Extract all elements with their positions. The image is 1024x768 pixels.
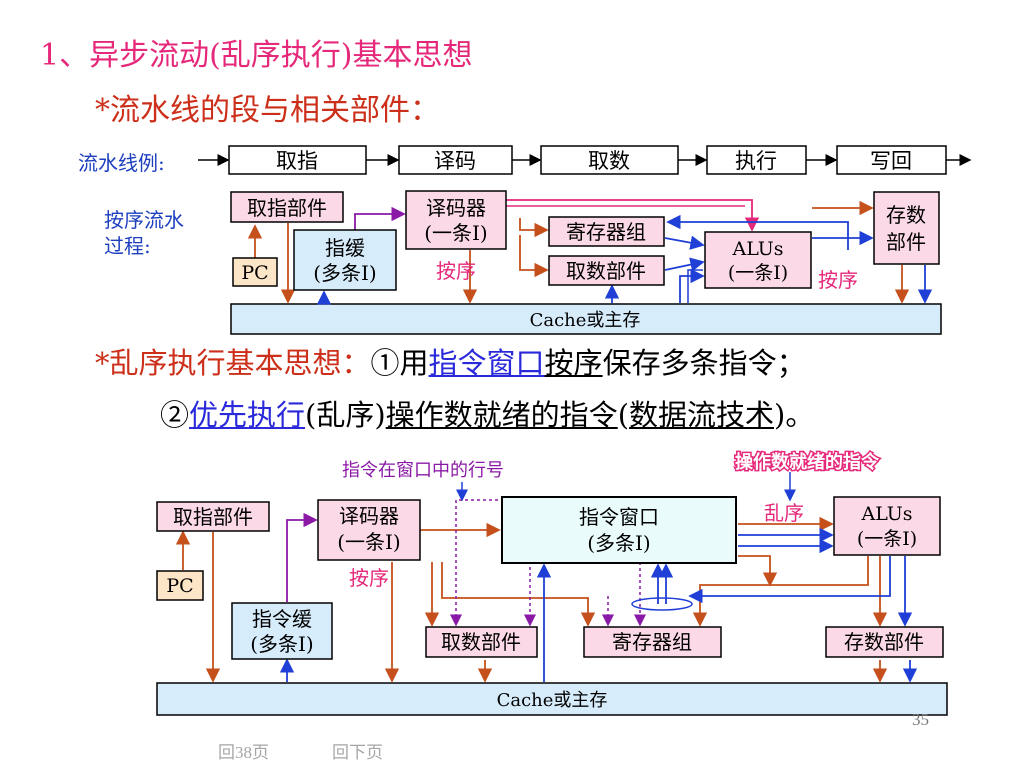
ooo-in-order: 按序 xyxy=(349,566,389,590)
inorder-store-l2: 部件 xyxy=(886,230,926,254)
ooo-buffer xyxy=(231,602,333,660)
ooo-operand-fetch-label: 取数部件 xyxy=(441,630,521,654)
idea-in-order: 按序 xyxy=(544,346,603,380)
idea-q3: (乱序) xyxy=(305,398,386,432)
inorder-buffer xyxy=(293,229,397,291)
page-number: 35 xyxy=(912,710,929,729)
ooo-register-file-label: 寄存器组 xyxy=(612,630,692,654)
inorder-operand-fetch xyxy=(548,255,665,286)
inorder-fetch-unit xyxy=(230,191,344,223)
pipeline-label: 流水线例: xyxy=(78,151,165,175)
nav-next-link[interactable]: 回下页 xyxy=(332,743,383,762)
ooo-cache xyxy=(156,682,948,716)
inorder-pc-label: PC xyxy=(241,262,268,284)
ooo-row-label: 指令在窗口中的行号 xyxy=(342,460,504,481)
idea-dataflow: 数据流技术 xyxy=(629,398,775,432)
inorder-store-l1: 存数 xyxy=(886,203,926,227)
inorder-label-line2: 过程: xyxy=(104,234,151,258)
stage-fetch: 取指 xyxy=(276,149,318,173)
idea-ready-instr: 操作数就绪的指令 xyxy=(385,398,618,432)
idea-p1: ①用 xyxy=(370,346,429,380)
ooo-ready-label: 操作数就绪的指令 xyxy=(735,451,880,473)
inorder-decoder xyxy=(405,190,507,250)
ooo-fetch-unit-label: 取指部件 xyxy=(173,505,253,529)
ooo-fetch-unit xyxy=(156,501,270,532)
stage-box-writeback xyxy=(836,145,947,175)
ooo-bus-ellipse xyxy=(631,597,693,611)
inorder-diagram: Cache或主存 取指部件 PC 指缓 (多条I) 译码器 (一条I) 按序 xyxy=(230,190,942,335)
inorder-pc xyxy=(232,257,278,287)
stage-operand: 取数 xyxy=(588,149,630,173)
stage-decode: 译码 xyxy=(434,149,476,173)
ooo-window-l1: 指令窗口 xyxy=(579,505,659,529)
pipeline-row: 取指 译码 取数 执行 写回 xyxy=(198,145,972,175)
inorder-cache xyxy=(230,303,942,335)
inorder-alus-l1: ALUs xyxy=(731,238,783,260)
section-subtitle: *流水线的段与相关部件： xyxy=(95,93,440,128)
stage-writeback: 写回 xyxy=(870,149,912,173)
idea-instruction-window: 指令窗口 xyxy=(428,346,545,380)
inorder-buffer-l2: (多条I) xyxy=(313,261,377,285)
inorder-label-line1: 按序流水 xyxy=(104,208,184,232)
idea-p4: 保存多条指令； xyxy=(602,346,806,380)
ooo-window-l2: (多条I) xyxy=(587,531,651,555)
page-title: 1、异步流动(乱序执行)基本思想 xyxy=(40,38,473,73)
inorder-register-file xyxy=(548,216,665,247)
ooo-decoder-l2: (一条I) xyxy=(337,530,401,554)
idea-q5: ( xyxy=(617,398,630,432)
ooo-pc xyxy=(156,570,204,601)
inorder-register-file-label: 寄存器组 xyxy=(566,220,646,244)
stage-execute: 执行 xyxy=(735,149,777,173)
inorder-cache-label: Cache或主存 xyxy=(530,310,641,331)
ooo-register-file xyxy=(583,626,722,658)
ooo-alus xyxy=(833,496,941,556)
inorder-operand-fetch-label: 取数部件 xyxy=(566,259,646,283)
inorder-alus xyxy=(704,231,812,289)
idea-q7: )。 xyxy=(774,398,815,432)
inorder-decoder-l1: 译码器 xyxy=(426,196,486,220)
idea-q1: ② xyxy=(160,398,190,432)
idea-priority-exec: 优先执行 xyxy=(189,398,306,432)
ooo-alus-l2: (一条I) xyxy=(857,528,917,550)
idea-line-2: ②优先执行(乱序)操作数就绪的指令(数据流技术)。 xyxy=(160,392,814,434)
ooo-out-of-order: 乱序 xyxy=(764,501,804,525)
ooo-instruction-window xyxy=(501,496,737,564)
stage-box-operand xyxy=(540,145,679,175)
inorder-alus-l2: (一条I) xyxy=(728,262,788,284)
ooo-decoder xyxy=(317,499,421,561)
ooo-buffer-l1: 指令缓 xyxy=(252,607,312,631)
stage-box-fetch xyxy=(228,145,367,175)
ooo-store-unit xyxy=(825,626,944,658)
nav-back-link[interactable]: 回38页 xyxy=(218,743,269,762)
inorder-fetch-unit-label: 取指部件 xyxy=(247,196,327,220)
ooo-alus-l1: ALUs xyxy=(860,503,912,525)
ooo-operand-fetch xyxy=(425,626,538,658)
ooo-store-unit-label: 存数部件 xyxy=(844,630,924,654)
ooo-diagram: 指令在窗口中的行号 操作数就绪的指令 Cache或主存 xyxy=(156,450,948,716)
idea-prefix: *乱序执行基本思想： xyxy=(95,346,371,380)
inorder-decoder-l2: (一条I) xyxy=(424,221,488,245)
ooo-pc-label: PC xyxy=(166,575,193,597)
ooo-decoder-l1: 译码器 xyxy=(339,504,399,528)
ooo-cache-label: Cache或主存 xyxy=(497,690,608,711)
ooo-buffer-l2: (多条I) xyxy=(250,632,314,656)
inorder-in-order-2: 按序 xyxy=(818,268,858,292)
idea-line-1: *乱序执行基本思想：①用指令窗口按序保存多条指令； xyxy=(95,340,806,382)
inorder-buffer-l1: 指缓 xyxy=(325,236,365,260)
inorder-store-unit xyxy=(873,191,940,265)
inorder-in-order-1: 按序 xyxy=(436,259,476,283)
